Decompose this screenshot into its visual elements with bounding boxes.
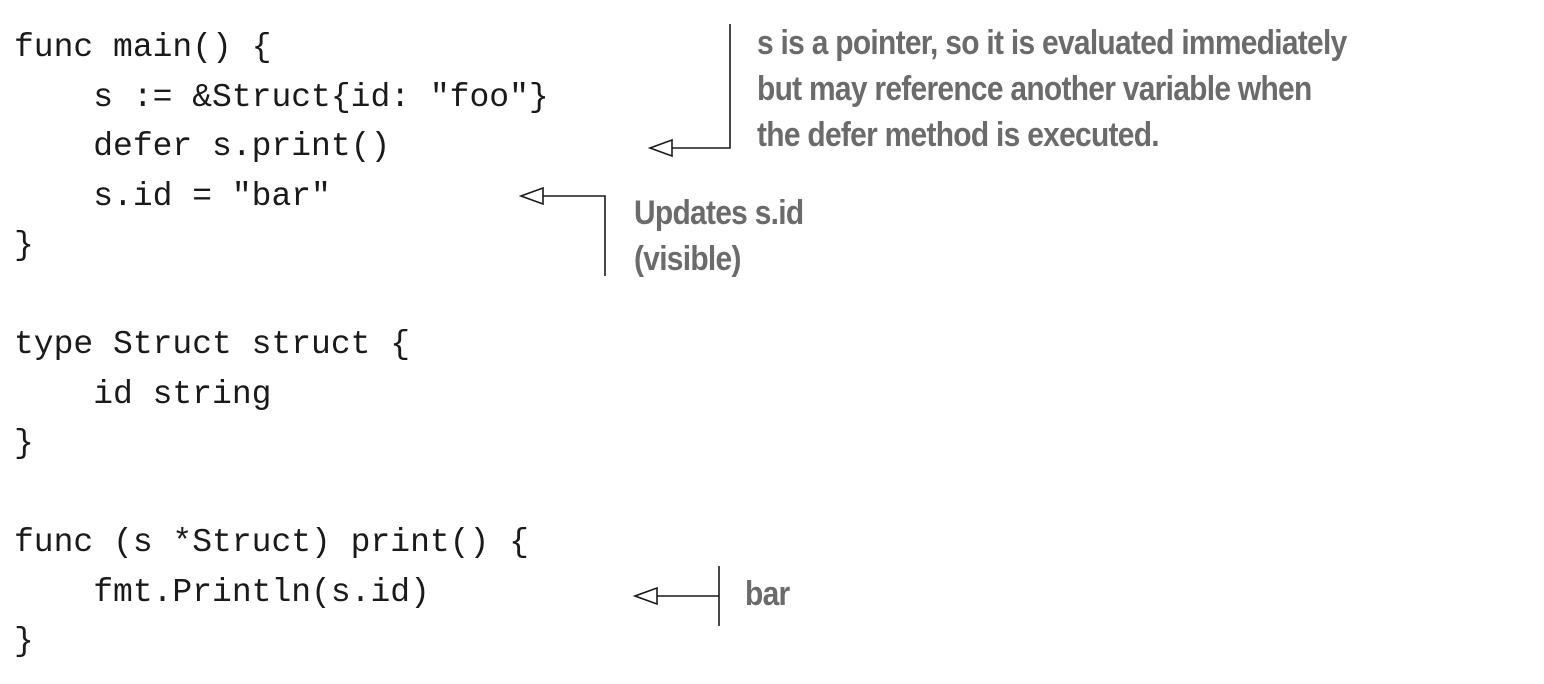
update-annotation: Updates s.id (visible) bbox=[634, 190, 804, 282]
annotation-text: Updates s.id bbox=[634, 194, 804, 232]
code-line: type Struct struct { bbox=[14, 326, 411, 363]
code-line: s.id = "bar" bbox=[14, 178, 331, 215]
pointer-annotation: s is a pointer, so it is evaluated immed… bbox=[757, 20, 1347, 158]
code-line: id string bbox=[14, 376, 272, 413]
code-line: func (s *Struct) print() { bbox=[14, 524, 529, 561]
code-line: defer s.print() bbox=[14, 128, 391, 165]
code-line: } bbox=[14, 227, 34, 264]
output-annotation-arrow bbox=[632, 566, 720, 626]
update-annotation-arrow bbox=[518, 186, 606, 276]
annotation-text: the defer method is executed. bbox=[757, 116, 1160, 154]
pointer-annotation-arrow bbox=[647, 24, 731, 158]
annotation-text: (visible) bbox=[634, 240, 741, 278]
code-line: fmt.Println(s.id) bbox=[14, 574, 430, 611]
annotation-text: bar bbox=[745, 575, 790, 613]
code-line: } bbox=[14, 425, 34, 462]
annotation-text: but may reference another variable when bbox=[757, 70, 1312, 108]
code-line: func main() { bbox=[14, 29, 272, 66]
code-line: s := &Struct{id: "foo"} bbox=[14, 79, 549, 116]
output-annotation: bar bbox=[745, 571, 790, 617]
annotation-text: s is a pointer, so it is evaluated immed… bbox=[757, 24, 1347, 62]
code-line: } bbox=[14, 623, 34, 660]
